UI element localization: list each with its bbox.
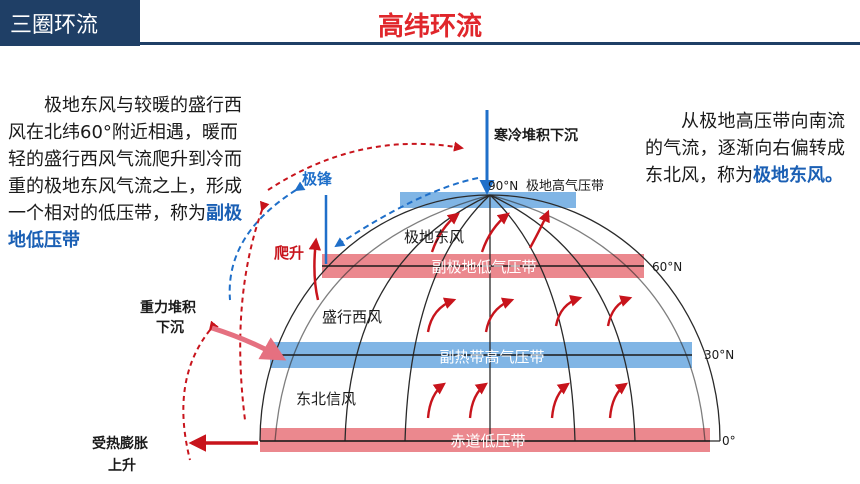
polar-high-band [400, 192, 576, 208]
lat-60-label: 60°N [652, 260, 682, 274]
subpolar-low-label: 副极地低气压带 [431, 258, 536, 276]
polar-easterly-arrows [430, 209, 550, 253]
gravity-label-line2: 下沉 [156, 319, 184, 336]
subtropical-high-label: 副热带高气压带 [439, 348, 544, 366]
header-rule [140, 42, 860, 45]
lat-0-label: 0° [722, 434, 736, 448]
gravity-label-line1: 重力堆积 [140, 299, 196, 316]
heat-label-line2: 上升 [108, 457, 136, 474]
climb-label: 爬升 [273, 244, 304, 262]
ferrel-descent-arrow [239, 200, 270, 421]
gravity-sink-arrow [211, 325, 287, 361]
westerly-arrows [426, 295, 633, 333]
polar-high-label: 极地高气压带 [526, 178, 604, 194]
polar-easterlies-label: 极地东风 [404, 228, 464, 246]
section-tab: 三圈环流 [0, 0, 140, 46]
heat-label: 受热膨胀 上升 [92, 435, 153, 474]
lat-30-label: 30°N [704, 348, 734, 362]
pole-label: 90°N [488, 179, 518, 193]
polar-cell-outer-arrow [228, 181, 306, 301]
section-title: 三圈环流 [10, 13, 99, 38]
left-explanation: 极地东风与较暖的盛行西风在北纬60°附近相遇，暖而轻的盛行西风气流爬升到冷而重的… [8, 92, 248, 254]
trade-wind-arrows [426, 382, 628, 419]
right-text-body: 从极地高压带向南流的气流，逐渐向右偏转成东北风，称为 [645, 111, 845, 186]
polar-cell-upper-arrow [334, 177, 479, 248]
gravity-label: 重力堆积 下沉 [140, 299, 201, 336]
front-label: 极锋 [302, 170, 333, 188]
cold-sink-label: 寒冷堆积下沉 [494, 127, 578, 144]
ferrel-upper-arrow [267, 141, 464, 191]
right-text-highlight: 极地东风。 [753, 165, 843, 186]
trades-label: 东北信风 [296, 390, 356, 408]
right-explanation: 从极地高压带向南流的气流，逐渐向右偏转成东北风，称为极地东风。 [645, 108, 845, 189]
page-title: 高纬环流 [377, 12, 482, 42]
left-text-highlight: 副极地低压带 [8, 203, 242, 251]
equatorial-low-label: 赤道低压带 [450, 432, 525, 450]
westerlies-label: 盛行西风 [322, 308, 382, 326]
hadley-outer-arrow [182, 320, 219, 461]
heat-label-line1: 受热膨胀 [92, 435, 148, 452]
latitude-lines [260, 265, 710, 442]
left-text-body: 极地东风与较暖的盛行西风在北纬60°附近相遇，暖而轻的盛行西风气流爬升到冷而重的… [8, 95, 242, 224]
climb-arrow [308, 237, 322, 301]
